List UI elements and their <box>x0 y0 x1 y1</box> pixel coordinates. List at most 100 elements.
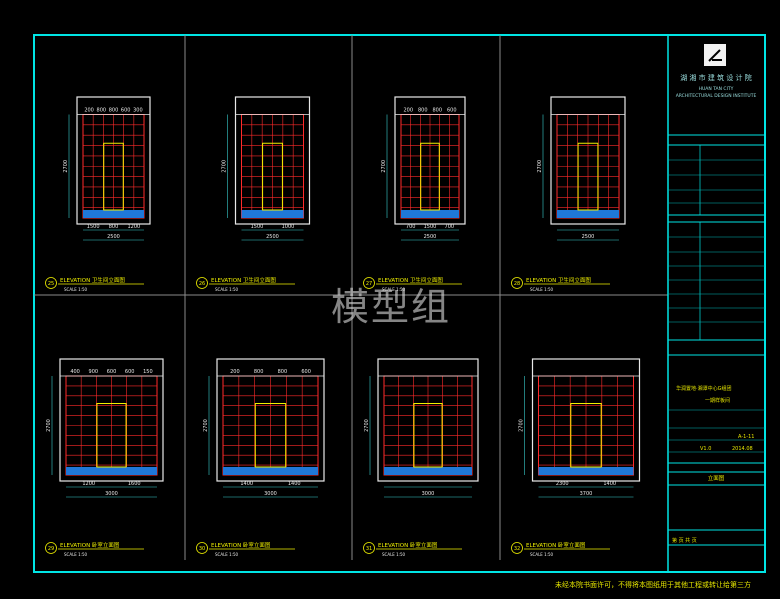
tile-grid <box>384 376 472 475</box>
fixture-outline <box>570 403 602 468</box>
dim-bottom-label: 1200 <box>127 224 140 230</box>
sheet-no: A-1-11 <box>738 434 754 440</box>
version: V1.0 <box>700 446 711 452</box>
dim-bottom-label: 1000 <box>282 224 295 230</box>
floor-strip <box>384 467 472 475</box>
fixture-outline <box>254 403 287 468</box>
view-number-circle <box>511 277 523 289</box>
view-title: ELEVATION 卫生间立面图 <box>526 276 591 284</box>
dim-height-label: 2700 <box>46 419 52 432</box>
wall-outline <box>550 96 626 225</box>
dim-top-label: 400 <box>70 369 80 375</box>
dim-height-label: 2700 <box>63 160 69 173</box>
tile-grid <box>241 114 304 218</box>
wall-outline <box>394 96 466 225</box>
title-block: 湖 湘 市 建 筑 设 计 院 HUAN TAN CITY ARCHITECTU… <box>667 34 766 573</box>
footnote: 未经本院书面许可，不得将本图纸用于其他工程或转让给第三方 <box>555 581 751 589</box>
view-number: 30 <box>199 546 205 552</box>
view-title: ELEVATION 卧室立面图 <box>526 541 586 549</box>
dim-total-label: 3000 <box>422 491 435 497</box>
dim-top-label: 600 <box>121 108 131 114</box>
dim-top-label: 800 <box>97 108 107 114</box>
dim-total-label: 3700 <box>580 491 593 497</box>
view-scale: SCALE 1:50 <box>382 552 406 557</box>
floor-strip <box>538 467 634 475</box>
floor-strip <box>66 467 157 475</box>
view-title: ELEVATION 卧室立面图 <box>211 541 271 549</box>
dim-height-label: 2700 <box>519 419 525 432</box>
project-line1: 华润置地·湘潭中心G组团 <box>676 385 731 392</box>
dim-bottom-label: 2300 <box>556 481 569 487</box>
date: 2014.08 <box>732 446 753 452</box>
view-number: 28 <box>514 281 520 287</box>
view-number: 32 <box>514 546 520 552</box>
view-title: ELEVATION 卫生间立面图 <box>378 276 443 284</box>
view-number-circle <box>45 277 57 289</box>
tile-grid <box>66 376 157 475</box>
dim-top-label: 600 <box>301 369 311 375</box>
view-title: ELEVATION 卫生间立面图 <box>211 276 276 284</box>
project-line2: 一期样板间 <box>705 397 730 404</box>
dim-bottom-label: 800 <box>109 224 119 230</box>
dim-top-label: 300 <box>133 108 143 114</box>
dim-total-label: 3000 <box>105 491 118 497</box>
drawing-title: 立面图 <box>708 474 725 482</box>
wall-outline <box>234 96 311 225</box>
dim-top-label: 600 <box>447 108 457 114</box>
company-cn: 湖 湘 市 建 筑 设 计 院 <box>680 73 752 82</box>
company-en2: ARCHITECTURAL DESIGN INSTITUTE <box>676 93 757 99</box>
dim-top-label: 600 <box>125 369 135 375</box>
dim-bottom-label: 1200 <box>82 481 95 487</box>
dim-height-label: 2700 <box>537 160 543 173</box>
view-number: 29 <box>48 546 54 552</box>
view-scale: SCALE 1:50 <box>215 552 239 557</box>
dim-bottom-label: 1600 <box>128 481 141 487</box>
dim-bottom-label: 1500 <box>87 224 100 230</box>
tile-grid <box>223 376 318 475</box>
view-number: 25 <box>48 281 54 287</box>
dim-top-label: 600 <box>107 369 117 375</box>
fixture-outline <box>96 403 127 468</box>
dim-height-label: 2700 <box>203 419 209 432</box>
view-number: 31 <box>366 546 372 552</box>
dim-top-label: 150 <box>143 369 153 375</box>
tile-grid <box>557 114 619 218</box>
view-scale: SCALE 1:50 <box>64 287 88 292</box>
dim-top-label: 800 <box>278 369 288 375</box>
view-scale: SCALE 1:50 <box>530 552 554 557</box>
dim-height-label: 2700 <box>381 160 387 173</box>
dim-bottom-label: 700 <box>406 224 416 230</box>
floor-strip <box>401 210 459 218</box>
view-scale: SCALE 1:50 <box>64 552 88 557</box>
dim-total-label: 2500 <box>107 234 120 240</box>
dim-top-label: 800 <box>418 108 428 114</box>
fixture-outline <box>262 142 283 211</box>
dim-height-label: 2700 <box>364 419 370 432</box>
view-title: ELEVATION 卧室立面图 <box>60 541 120 549</box>
view-scale: SCALE 1:50 <box>215 287 239 292</box>
watermark-text: 模型组 <box>331 285 452 329</box>
tb-footer: 第 页 共 页 <box>672 537 697 544</box>
elevation-view-31: 3000 2700 31 ELEVATION 卧室立面图 SCALE 1:50 <box>363 358 479 557</box>
view-scale: SCALE 1:50 <box>382 287 406 292</box>
dim-bottom-label: 700 <box>445 224 455 230</box>
dim-top-label: 800 <box>254 369 264 375</box>
dim-total-label: 2500 <box>266 234 279 240</box>
floor-strip <box>223 467 318 475</box>
tile-grid <box>401 114 459 218</box>
tile-grid <box>538 376 634 475</box>
fixture-outline <box>413 403 443 468</box>
fixture-outline <box>103 142 124 211</box>
dim-bottom-label: 1500 <box>424 224 437 230</box>
view-title: ELEVATION 卫生间立面图 <box>60 276 125 284</box>
fixture-outline <box>577 142 599 211</box>
dim-total-label: 3000 <box>264 491 277 497</box>
wall-outline <box>377 358 479 482</box>
view-title: ELEVATION 卧室立面图 <box>378 541 438 549</box>
dim-top-label: 200 <box>84 108 94 114</box>
tile-grid <box>83 114 144 218</box>
